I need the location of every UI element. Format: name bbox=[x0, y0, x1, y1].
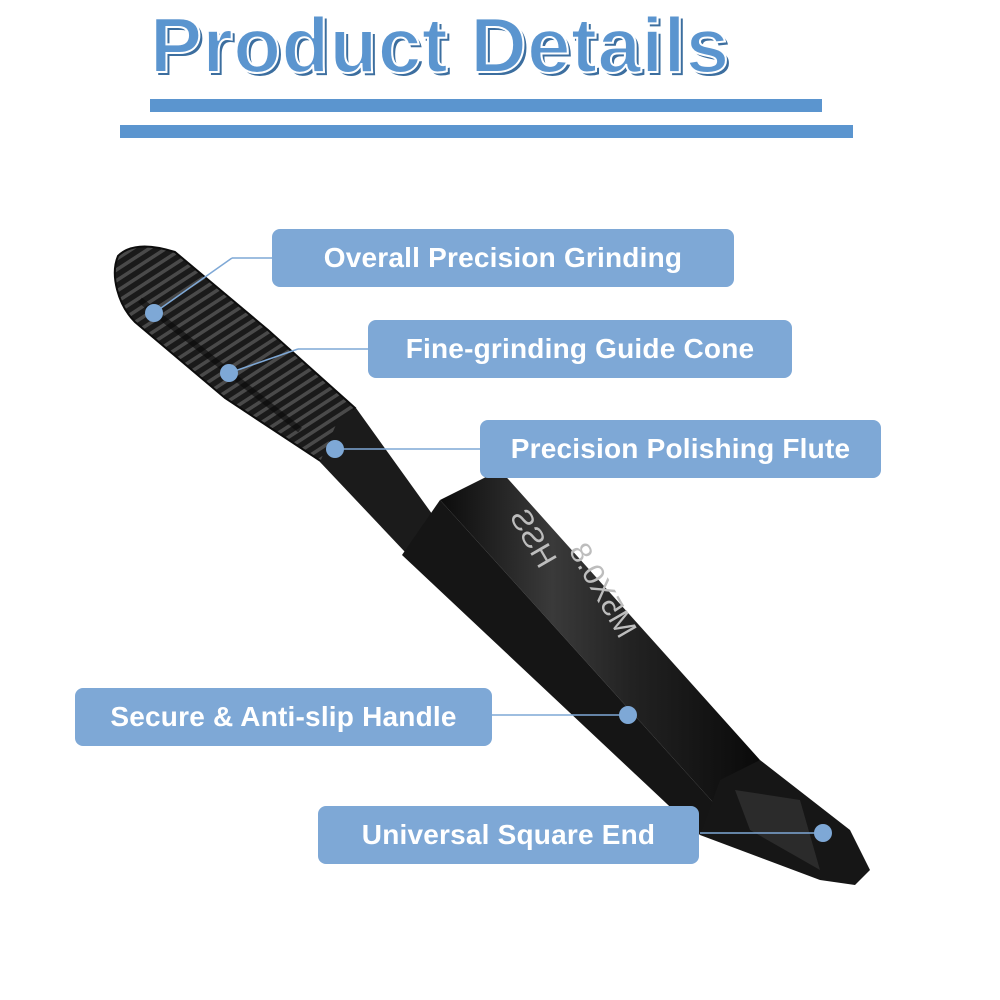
square-end bbox=[700, 760, 870, 885]
feature-label-flute: Precision Polishing Flute bbox=[480, 420, 881, 478]
title-underline-bottom bbox=[120, 125, 853, 138]
callout-dot-flute bbox=[326, 440, 344, 458]
page-title: Product Details bbox=[149, 1, 730, 89]
callout-dot-square-end bbox=[814, 824, 832, 842]
feature-label-handle: Secure & Anti-slip Handle bbox=[75, 688, 492, 746]
feature-label-square-end: Universal Square End bbox=[318, 806, 699, 864]
title-underline-top bbox=[150, 99, 822, 112]
callout-dot-grinding bbox=[145, 304, 163, 322]
feature-label-guide-cone: Fine-grinding Guide Cone bbox=[368, 320, 792, 378]
callout-dot-guide-cone bbox=[220, 364, 238, 382]
tap-shank bbox=[320, 408, 760, 835]
feature-label-grinding: Overall Precision Grinding bbox=[272, 229, 734, 287]
callout-dot-handle bbox=[619, 706, 637, 724]
callouts bbox=[145, 257, 832, 842]
